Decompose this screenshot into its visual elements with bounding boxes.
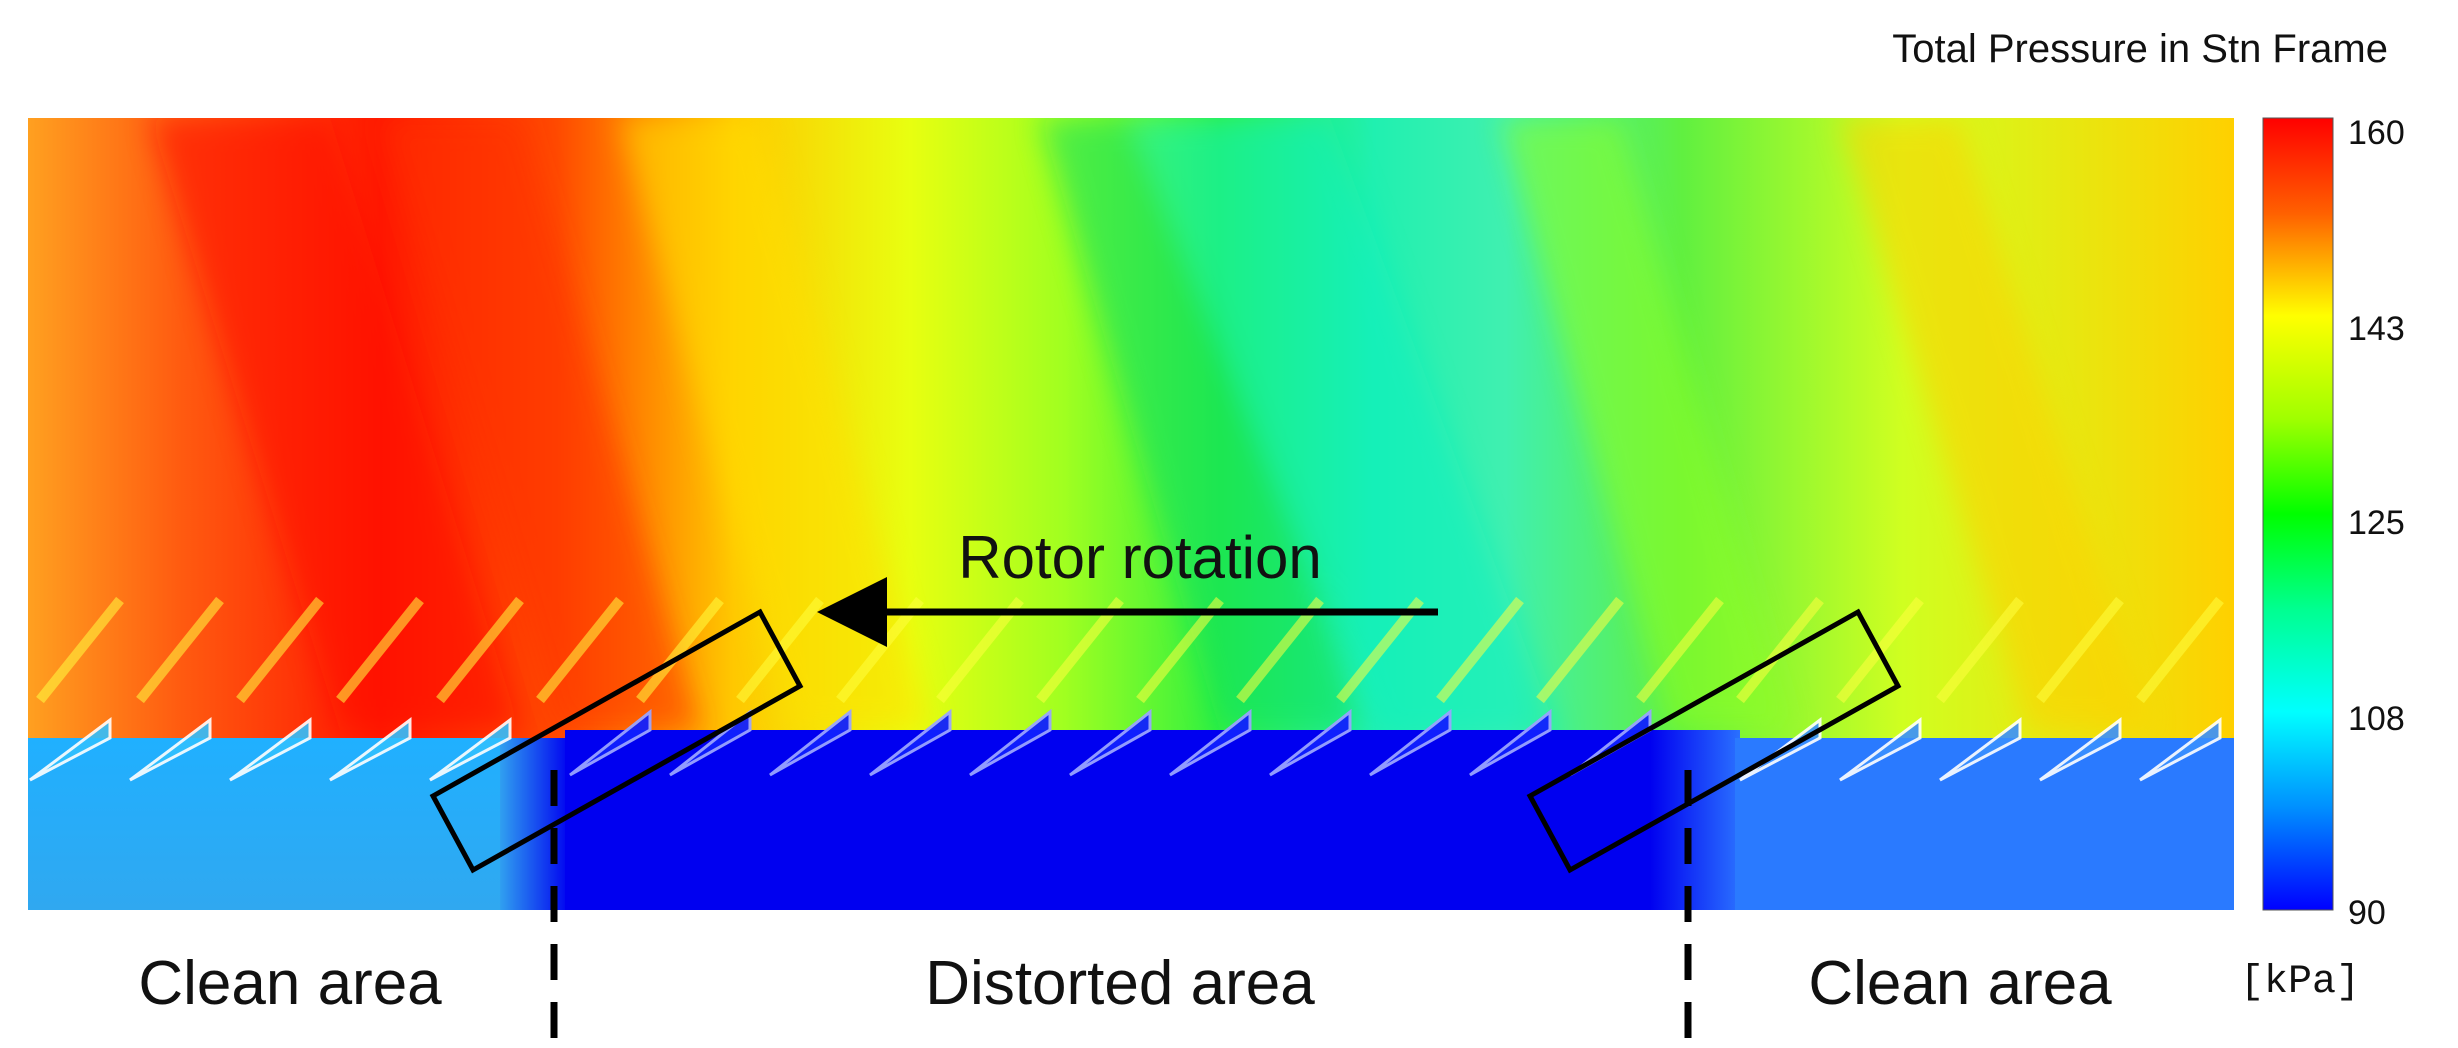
colorbar-tick-label: 90 [2348, 894, 2386, 932]
pressure-contour-field [28, 118, 2234, 910]
colorbar-ticks: 160 143 125 108 90 [2348, 114, 2405, 932]
colorbar-tick-label: 160 [2348, 114, 2405, 152]
region-label-left: Clean area [138, 949, 442, 1018]
rotor-rotation-label: Rotor rotation [958, 524, 1322, 591]
colorbar [2262, 117, 2334, 911]
colorbar-tick-label: 125 [2348, 504, 2405, 542]
colorbar-tick-label: 108 [2348, 700, 2405, 738]
colorbar-title: Total Pressure in Stn Frame [1892, 27, 2388, 71]
colorbar-tick-label: 143 [2348, 310, 2405, 348]
highlight-box-left [429, 608, 804, 874]
region-label-middle: Distorted area [925, 949, 1315, 1018]
colorbar-unit: [kPa] [2240, 960, 2360, 1005]
highlight-box-right [1526, 608, 1902, 874]
region-label-right: Clean area [1808, 949, 2112, 1018]
